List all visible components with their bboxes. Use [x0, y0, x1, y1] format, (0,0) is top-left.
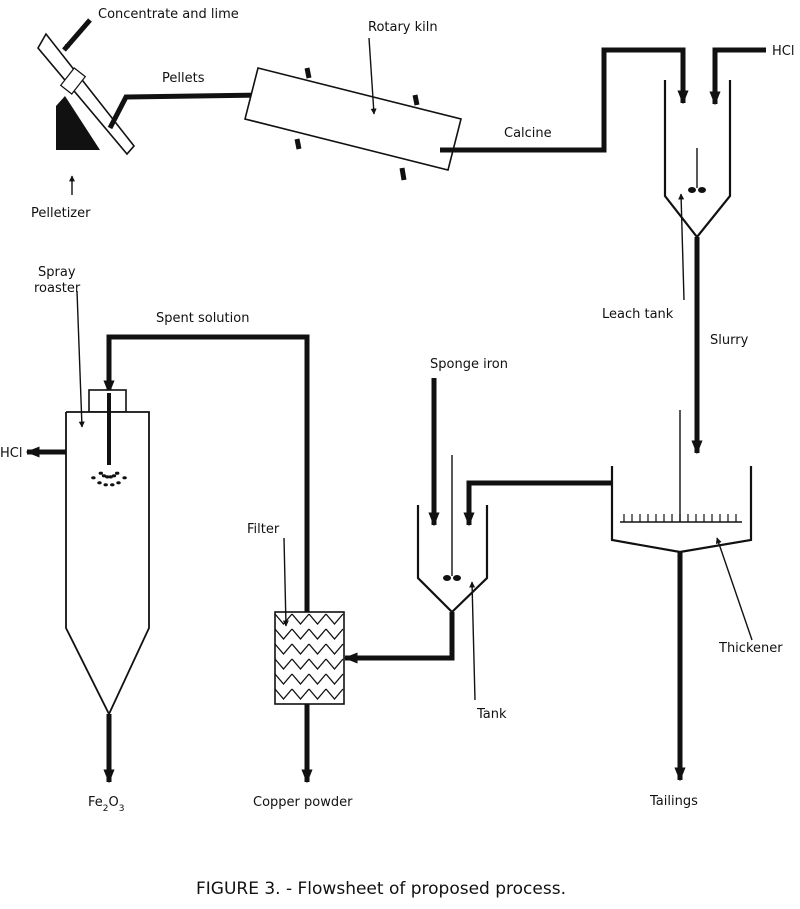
rotary-kiln	[244, 37, 462, 181]
label-fe2o3: Fe2O3	[88, 795, 124, 814]
label-leach-tank: Leach tank	[602, 307, 674, 322]
filter-chevron	[291, 688, 310, 701]
label-rotary-kiln: Rotary kiln	[368, 20, 438, 35]
spray-droplet	[105, 475, 110, 479]
spray-droplet	[103, 483, 108, 487]
spray-droplet	[115, 471, 120, 475]
filter-chevron	[325, 688, 344, 701]
figure-caption: FIGURE 3. - Flowsheet of proposed proces…	[196, 879, 566, 899]
spray-droplet	[91, 476, 96, 480]
spray-roaster	[65, 290, 150, 717]
kiln-tire	[294, 138, 302, 150]
filter-unit	[274, 537, 345, 705]
thickener-pointer	[715, 537, 753, 641]
pelletizer-pan	[37, 32, 136, 156]
rotary-kiln-body	[244, 67, 462, 171]
label-copper-powder: Copper powder	[253, 795, 353, 810]
label-calcine: Calcine	[504, 126, 552, 141]
kiln-tire	[412, 94, 420, 106]
filter-chevron	[274, 643, 293, 656]
spray-droplet	[108, 475, 113, 479]
spent-solution-flow-line	[103, 334, 310, 612]
filter-chevron	[291, 658, 310, 671]
filter-chevron	[274, 688, 293, 701]
filter-chevron	[308, 643, 327, 656]
filter-chevron	[308, 673, 327, 686]
filter-chevron	[291, 643, 310, 656]
label-pellets: Pellets	[162, 71, 205, 86]
roaster-vessel	[65, 411, 150, 717]
filter-chevron	[325, 673, 344, 686]
filter-chevron	[325, 628, 344, 641]
fe2o3-fe: Fe	[88, 795, 103, 810]
filter-chevron	[308, 688, 327, 701]
cementation-tank	[416, 455, 489, 701]
hcl-inlet-line	[709, 47, 766, 106]
spray-droplet	[110, 483, 115, 487]
spray-droplet	[122, 476, 127, 480]
leach-agitator-blade	[688, 187, 696, 193]
spray-droplet	[97, 481, 102, 485]
filter-chevron	[274, 658, 293, 671]
filter-media	[274, 613, 344, 701]
filter-chevron	[308, 628, 327, 641]
filter-chevron	[291, 673, 310, 686]
leach-agitator-blade	[698, 187, 706, 193]
fe2o3-sub-2: 2	[103, 804, 109, 814]
pelletizer-window	[59, 67, 87, 95]
tank-agitator-blade	[453, 575, 461, 581]
label-spray: Spray	[38, 265, 76, 280]
thickener-overflow-line	[463, 480, 612, 527]
thickener-vessel	[610, 466, 753, 554]
label-slurry: Slurry	[710, 333, 749, 348]
filter-chevron	[274, 673, 293, 686]
label-tank: Tank	[476, 707, 507, 722]
spray-droplet	[116, 481, 121, 485]
label-tailings: Tailings	[649, 794, 698, 809]
filter-chevron	[308, 658, 327, 671]
kiln-tire	[304, 67, 312, 79]
spray-droplet	[98, 471, 104, 475]
label-hcl-in: HCl	[772, 44, 794, 59]
label-sponge-iron: Sponge iron	[430, 357, 508, 372]
label-hcl-out: HCl	[0, 446, 22, 461]
spray-droplet	[111, 474, 117, 478]
fe2o3-sub-3: 3	[119, 804, 125, 814]
tank-to-filter-line	[343, 612, 455, 664]
pellets-flow-line	[107, 89, 267, 130]
label-filter: Filter	[247, 522, 280, 537]
pelletizer-base	[56, 96, 100, 150]
filter-chevron	[308, 613, 327, 626]
filter-chevron	[325, 613, 344, 626]
fe2o3-o: O	[109, 795, 119, 810]
concentrate-feed-arrow	[62, 18, 92, 52]
filter-pointer	[282, 537, 289, 627]
pelletizer-unit	[37, 18, 136, 195]
filter-chevron	[325, 658, 344, 671]
label-thickener: Thickener	[718, 641, 783, 656]
filter-chevron	[291, 613, 310, 626]
calcine-flow-line	[440, 47, 689, 153]
tank-pointer	[469, 581, 476, 701]
spray-roaster-pointer	[76, 290, 85, 428]
label-spent-solution: Spent solution	[156, 311, 249, 326]
tank-agitator-blade	[443, 575, 451, 581]
filter-chevron	[325, 643, 344, 656]
filter-chevron	[274, 628, 293, 641]
label-concentrate-and-lime: Concentrate and lime	[98, 7, 239, 22]
filter-chevron	[291, 628, 310, 641]
label-pelletizer: Pelletizer	[31, 206, 91, 221]
spray-nozzle-droplets	[91, 471, 127, 487]
label-roaster: roaster	[34, 281, 81, 296]
leach-tank-pointer	[678, 193, 685, 301]
kiln-tire	[399, 167, 407, 181]
rotary-kiln-pointer	[368, 37, 377, 115]
spray-droplet	[101, 474, 107, 478]
